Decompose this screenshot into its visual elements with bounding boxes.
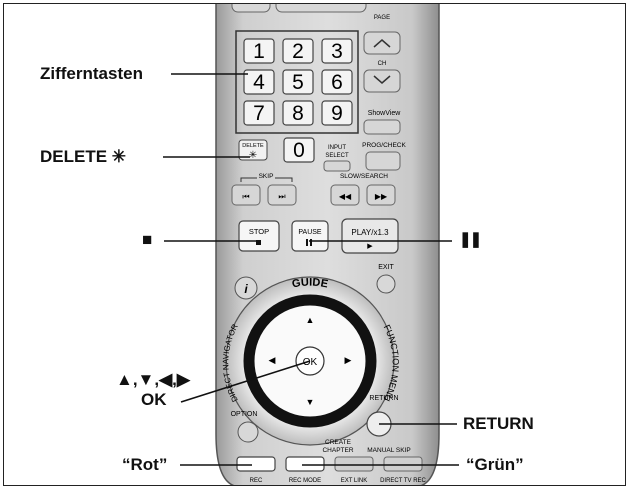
info-icon: i [244,282,248,296]
skip-bracket [240,177,293,182]
direct-tv-rec-label: DIRECT TV REC [380,478,426,484]
top-button-center[interactable] [275,4,367,13]
digit-0-label: 0 [293,139,305,162]
leader-ok [180,360,311,403]
play-key-label: PLAY/x1.3 [351,228,389,237]
digit-3-label: 3 [331,40,343,63]
exit-label: EXIT [378,264,394,271]
page-label: PAGE [374,15,390,21]
return-key-label: RETURN [369,395,398,402]
digit-4-label: 4 [253,71,265,94]
blue-button[interactable] [383,456,423,472]
stop-button[interactable] [238,220,280,252]
digit-9-button[interactable] [321,100,353,126]
slow-search-label: SLOW/SEARCH [340,173,388,180]
digit-6-label: 6 [331,71,343,94]
digit-5-label: 5 [292,71,304,94]
prog-check-button[interactable] [365,151,401,171]
play-button[interactable] [341,218,399,254]
page-up-icon [373,39,391,48]
ext-link-label: EXT LINK [341,478,368,484]
callout-pause: ❚❚ [459,231,482,248]
stop-key-icon [256,240,261,245]
nav-down-icon[interactable]: ▼ [306,397,315,407]
page-down-button[interactable] [363,69,401,93]
digit-keys: 1 2 3 4 5 6 7 8 9 [243,38,353,126]
showview-label: ShowView [368,110,402,117]
digit-1-button[interactable] [243,38,275,64]
rec-label: REC [250,478,263,484]
callout-return: RETURN [463,414,534,433]
exit-button[interactable] [376,274,396,294]
nav-left-icon[interactable]: ◀ [269,355,276,365]
manual-skip-label: MANUAL SKIP [367,447,410,454]
option-button[interactable] [237,421,259,443]
skip-label: SKIP [259,173,274,180]
digit-0-button[interactable] [283,137,315,163]
nav-right-icon[interactable]: ▶ [345,355,352,365]
digit-2-label: 2 [292,40,304,63]
skip-forward-icon: ⏭ [278,192,285,201]
digit-6-button[interactable] [321,69,353,95]
guide-label: GUIDE [291,277,329,291]
pause-key-icon-bar-1 [306,239,308,246]
callout-gruen: “Grün” [466,455,524,474]
digit-7-button[interactable] [243,100,275,126]
ch-label: CH [378,61,387,67]
delete-key-symbol: ✳ [249,150,257,161]
input-select-label-2: SELECT [325,153,349,159]
pause-key-label: PAUSE [298,229,322,236]
skip-back-button[interactable] [231,184,261,206]
delete-button[interactable] [238,139,268,161]
top-button-left[interactable] [231,4,271,13]
delete-key-label: DELETE [242,143,264,149]
prog-check-label: PROG/CHECK [362,142,406,149]
yellow-button[interactable] [334,456,374,472]
input-select-label-1: INPUT [328,145,346,151]
pause-key-icon-bar-2 [310,239,312,246]
input-select-button[interactable] [323,160,351,172]
green-button[interactable] [285,456,325,472]
digit-3-button[interactable] [321,38,353,64]
callout-stop: ■ [142,230,153,249]
digit-7-label: 7 [253,102,265,125]
rec-mode-label: REC MODE [289,478,321,484]
skip-back-icon: ⏮ [242,192,249,201]
digit-2-button[interactable] [282,38,314,64]
page-down-icon [373,75,391,84]
digit-8-label: 8 [292,102,304,125]
digit-9-label: 9 [331,102,343,125]
search-forward-button[interactable] [366,184,396,206]
remote-diagram: 1 2 3 4 5 6 7 8 9 0 DELETE ✳ PAGE CH ShowView IN… [163,4,459,485]
callout-rot: “Rot” [122,455,168,474]
option-label: OPTION [231,411,258,418]
create-chapter-label-2: CHAPTER [322,447,353,454]
callout-zifferntasten: Zifferntasten [40,64,143,83]
showview-button[interactable] [363,119,401,135]
red-button[interactable] [236,456,276,472]
nav-up-icon[interactable]: ▲ [306,315,315,325]
search-forward-icon: ▶▶ [375,192,388,201]
digit-5-button[interactable] [282,69,314,95]
figure-frame: 1 2 3 4 5 6 7 8 9 0 DELETE ✳ PAGE CH ShowView IN… [3,3,626,486]
search-back-button[interactable] [330,184,360,206]
search-back-icon: ◀◀ [339,192,352,201]
info-button[interactable] [234,276,258,300]
pause-button[interactable] [291,220,329,252]
ok-key-label: OK [303,357,318,368]
stop-key-label: STOP [249,227,269,236]
play-key-icon: ▶ [367,243,373,250]
create-chapter-label-1: CREATE [325,439,352,446]
callout-arrows: ▲,▼,◀,▶ [116,370,190,389]
callout-ok: OK [141,390,167,409]
callout-delete: DELETE ✳ [40,147,127,166]
digit-8-button[interactable] [282,100,314,126]
page-up-button[interactable] [363,31,401,55]
digit-4-button[interactable] [243,69,275,95]
digit-1-label: 1 [253,40,265,63]
number-pad-frame [235,30,359,134]
skip-forward-button[interactable] [267,184,297,206]
